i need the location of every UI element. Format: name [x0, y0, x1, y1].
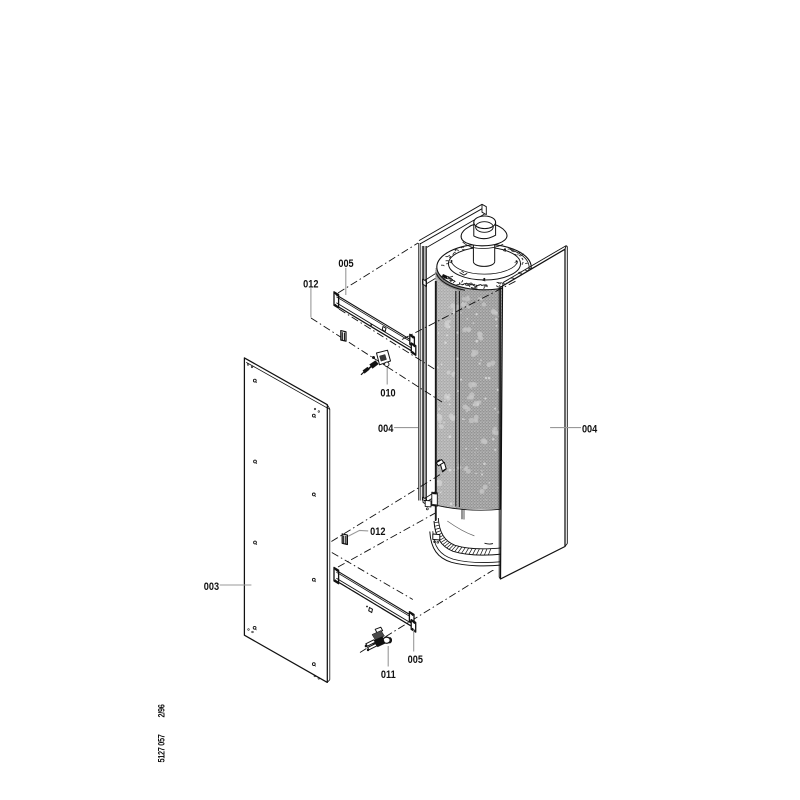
svg-text:003: 003	[204, 581, 220, 593]
svg-text:2/96: 2/96	[156, 704, 167, 718]
svg-text:005: 005	[408, 654, 424, 666]
svg-text:011: 011	[381, 669, 396, 681]
svg-text:004: 004	[378, 423, 394, 435]
svg-text:5127 057: 5127 057	[156, 734, 167, 763]
svg-text:005: 005	[338, 258, 354, 270]
svg-text:004: 004	[582, 424, 598, 436]
svg-text:012: 012	[370, 526, 386, 538]
svg-text:012: 012	[303, 279, 319, 291]
svg-text:010: 010	[380, 388, 396, 400]
